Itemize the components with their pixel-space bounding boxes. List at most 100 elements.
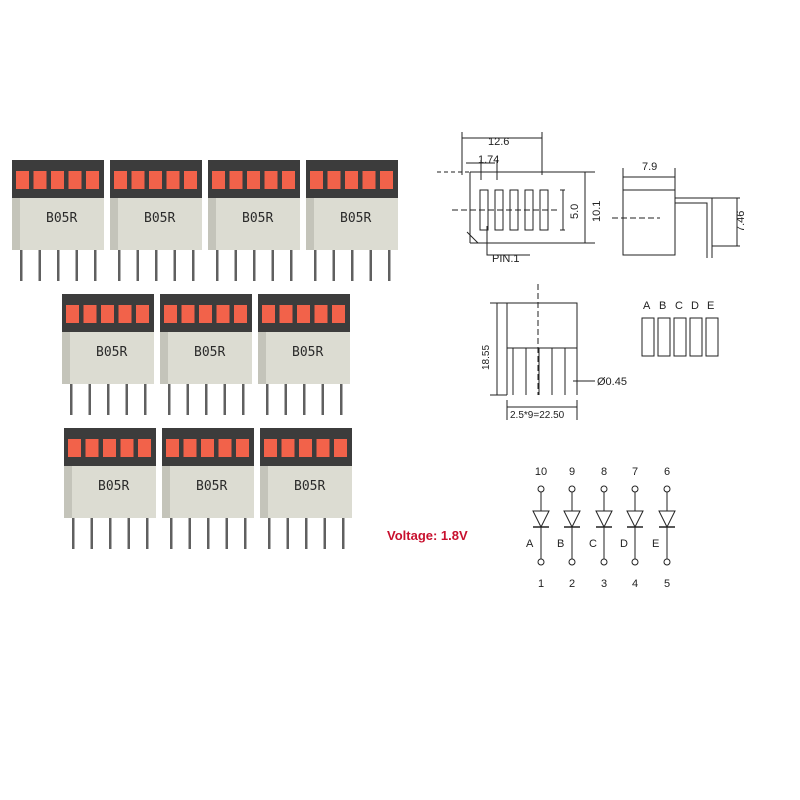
front-seg-1 [479,189,489,231]
led-bar-module: B05R [64,428,156,549]
led-segment [282,171,295,189]
schematic-bottom-pin: 3 [601,578,607,590]
led-segment [218,439,232,457]
pin-terminal [631,558,639,566]
segment-height-label: 5.0 [569,204,581,219]
module-label: B05R [46,211,77,226]
module-body-side [258,332,266,384]
led-segment [85,439,99,457]
led-segment [279,305,293,323]
schematic-bottom-pin: 2 [569,578,575,590]
front-seg-5 [539,189,549,231]
led-segment [138,439,151,457]
segment-letter: D [691,300,699,312]
schematic-top-pin: 9 [569,466,575,478]
pin-terminal [663,485,671,493]
diode-label: B [557,538,564,550]
diode-label: C [589,538,597,550]
module-label: B05R [96,345,127,360]
side-body [622,189,676,256]
module-pin [305,516,308,549]
led-segment [362,171,376,189]
module-pin [268,516,271,549]
segment-letter: C [675,300,683,312]
module-label: B05R [196,479,227,494]
module-pin [369,248,372,281]
led-segment [310,171,323,189]
height-front-label: 10.1 [591,201,603,222]
led-segment [212,171,225,189]
led-segment [299,439,312,457]
module-pin [107,382,110,415]
led-segment [131,171,145,189]
segment-outline [657,317,671,357]
led-segment [332,305,345,323]
module-pin [57,248,60,281]
module-pin [146,516,149,549]
pin-terminal [537,558,545,566]
module-pin [207,516,210,549]
led-segment [297,305,310,323]
module-pin [271,248,274,281]
led-segment [86,171,99,189]
module-pin [94,248,97,281]
module-body-side [64,466,72,518]
led-bar-module: B05R [162,428,254,549]
schematic-top-pin: 7 [632,466,638,478]
led-segment [216,305,230,323]
module-pin [88,382,91,415]
front-seg-3 [509,189,519,231]
module-body [110,198,202,250]
module-body [12,198,104,250]
module-pin [286,516,289,549]
pin-span-label: 2.5*9=22.50 [510,410,565,421]
led-segment [66,305,79,323]
module-pin [109,516,112,549]
pin1-label: PIN.1 [492,253,520,265]
module-body [162,466,254,518]
pin-terminal [631,485,639,493]
module-body-side [62,332,70,384]
pin-terminal [663,558,671,566]
pin-terminal [568,485,576,493]
schematic-top-pin: 10 [535,466,547,478]
module-body-side [110,198,118,250]
module-pin [290,248,293,281]
module-pin [186,382,189,415]
module-pin [388,248,391,281]
led-segment [327,171,341,189]
module-pin [90,516,93,549]
led-segment [181,305,195,323]
pin1-leader [486,226,530,256]
led-segment [120,439,134,457]
pin-view-drawing [490,284,595,420]
led-segment [68,439,81,457]
segment-letter: B [659,300,666,312]
schematic-bottom-pin: 4 [632,578,638,590]
led-segment [247,171,260,189]
led-bar-module: B05R [306,160,398,281]
segment-letter: A [643,300,651,312]
segment-outline [673,317,687,357]
module-pin [173,248,176,281]
diode-triangle [595,510,613,529]
schematic-top-pin: 8 [601,466,607,478]
led-segment [264,439,277,457]
led-segment [164,305,177,323]
module-pin [144,382,147,415]
led-segment [316,439,330,457]
led-segment [229,171,243,189]
module-pin [70,382,73,415]
module-pin [205,382,208,415]
led-bar-module: B05R [110,160,202,281]
pin-terminal [600,558,608,566]
pin1-corner [466,231,479,244]
voltage-note: Voltage: 1.8V [387,528,468,543]
side-width-label: 7.9 [642,161,657,173]
module-body-side [12,198,20,250]
module-pin [72,516,75,549]
module-label: B05R [292,345,323,360]
